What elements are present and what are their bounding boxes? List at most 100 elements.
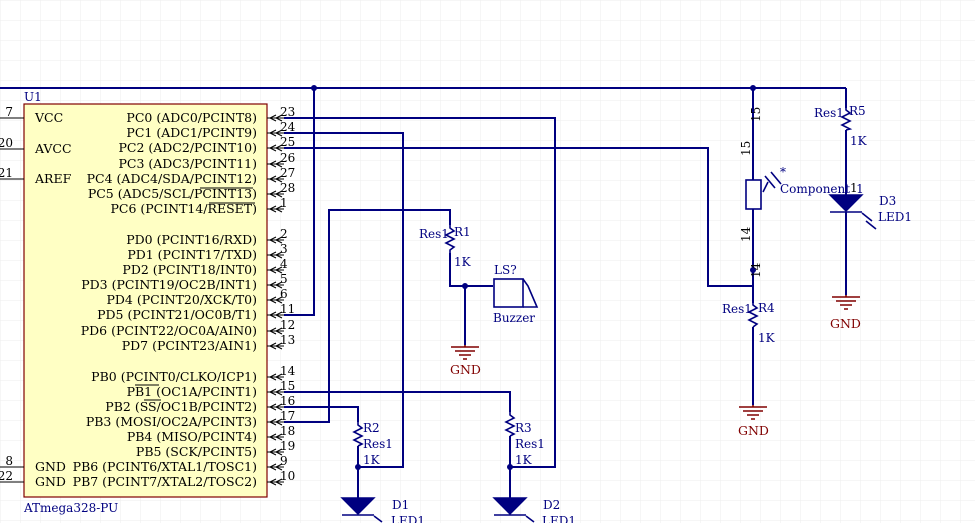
pin-arrow-icon (268, 114, 283, 122)
pin-number: 19 (280, 439, 295, 453)
pin-arrow-icon (268, 205, 283, 213)
d1-led[interactable]: D1 LED1 (340, 497, 425, 523)
sensor-component[interactable]: 15 15 14 14 * Component_1 (739, 107, 864, 278)
right-pin[interactable]: 12 PD6 (PCINT22/OC0A/AIN0) (81, 318, 296, 338)
pin-arrow-icon (268, 448, 283, 456)
pc0-net-wire[interactable] (284, 117, 556, 468)
pin-name: PB6 (PCINT6/XTAL1/TOSC1) (73, 459, 257, 474)
pin-arrow-icon (268, 388, 283, 396)
gnd-symbol-buzzer[interactable]: GND (450, 345, 481, 377)
r1-resistor[interactable]: Res1 R1 1K (419, 225, 472, 269)
r5-resistor[interactable]: Res1 R5 1K (814, 104, 868, 148)
pin-number: 1 (280, 196, 288, 210)
pin-arrow-icon (268, 433, 283, 441)
right-pin[interactable]: 1 PC6 (PCINT14/RESET) (110, 196, 287, 216)
r2-resistor[interactable]: R2 Res1 1K (352, 421, 393, 467)
pin-arrow-icon (268, 403, 283, 411)
right-pin[interactable]: 17 PB3 (MOSI/OC2A/PCINT3) (86, 409, 295, 429)
pin-name: PC6 (PCINT14/RESET) (110, 201, 257, 216)
pin-name: PD6 (PCINT22/OC0A/AIN0) (81, 323, 257, 338)
pin-name: PC2 (ADC2/PCINT10) (118, 140, 257, 155)
pin-arrow-icon (268, 478, 283, 486)
buzzer-ls[interactable]: LS? Buzzer (493, 263, 539, 325)
pb2-net-wire[interactable] (284, 406, 359, 422)
d3-led[interactable]: 1 D3 LED1 (828, 181, 912, 230)
pin-number: 18 (280, 424, 295, 438)
pin-name: PB5 (SCK/PCINT5) (136, 444, 257, 459)
pin-number: 23 (280, 105, 295, 119)
sensor-part: Component_1 (780, 182, 864, 196)
r4-resistor[interactable]: Res1 R4 1K (722, 301, 776, 345)
gnd-label: GND (450, 362, 481, 377)
pd5-net-wire[interactable] (284, 88, 315, 316)
junction-dot (750, 85, 756, 91)
gnd-symbol-d3[interactable]: GND (830, 295, 861, 331)
pin-number: 15 (280, 379, 295, 393)
r3-value: 1K (515, 453, 533, 467)
pin-name: PB2 (SS/OC1B/PCINT2) (105, 399, 257, 414)
r1-buzzer-wire[interactable] (449, 253, 493, 287)
pin-number: 17 (280, 409, 295, 423)
pin-name: PC3 (ADC3/PCINT11) (118, 156, 257, 171)
pin-name: PC1 (ADC1/PCINT9) (126, 125, 257, 140)
pin-name: PC0 (ADC0/PCINT8) (126, 110, 257, 125)
d2-led[interactable]: D2 LED1 (492, 497, 576, 523)
d3-pin: 1 (850, 181, 858, 195)
d3-designator: D3 (879, 194, 896, 208)
d2-part: LED1 (542, 514, 576, 523)
pb3-net-wire[interactable] (284, 209, 451, 423)
led-triangle (828, 194, 864, 212)
r3-resistor[interactable]: R3 Res1 1K (504, 412, 545, 467)
pin-arrow-icon (268, 418, 283, 426)
r2-value: 1K (363, 453, 381, 467)
pc1-net-wire[interactable] (284, 132, 404, 468)
pin-number: 9 (280, 454, 288, 468)
u1-body (23, 103, 268, 498)
d1-part: LED1 (391, 514, 425, 523)
pb1-net-wire[interactable] (284, 391, 511, 412)
pin-number: 5 (280, 272, 288, 286)
r5-designator: R5 (849, 104, 866, 118)
gnd-symbol-r4[interactable]: GND (738, 405, 769, 438)
pin-name: PC4 (ADC4/SDA/PCINT12) (87, 171, 257, 186)
junction-dot (507, 464, 513, 470)
sensor-designator: * (780, 165, 786, 179)
u1-part-name: ATmega328-PU (23, 501, 118, 515)
pin-arrow-icon (268, 463, 283, 471)
d3-part: LED1 (878, 210, 912, 224)
right-pin[interactable]: 23 PC0 (ADC0/PCINT8) (126, 105, 295, 125)
pin-arrow-icon (268, 373, 283, 381)
pin-name: PB3 (MOSI/OC2A/PCINT3) (86, 414, 257, 429)
right-pin[interactable]: 19 PB5 (SCK/PCINT5) (136, 439, 295, 459)
pin-number: 28 (280, 181, 295, 195)
pc2-net-wire[interactable] (284, 147, 753, 287)
right-pin[interactable]: 9 PB6 (PCINT6/XTAL1/TOSC1) (73, 454, 288, 474)
pin-number: 12 (280, 318, 295, 332)
u1-designator: U1 (24, 90, 42, 104)
